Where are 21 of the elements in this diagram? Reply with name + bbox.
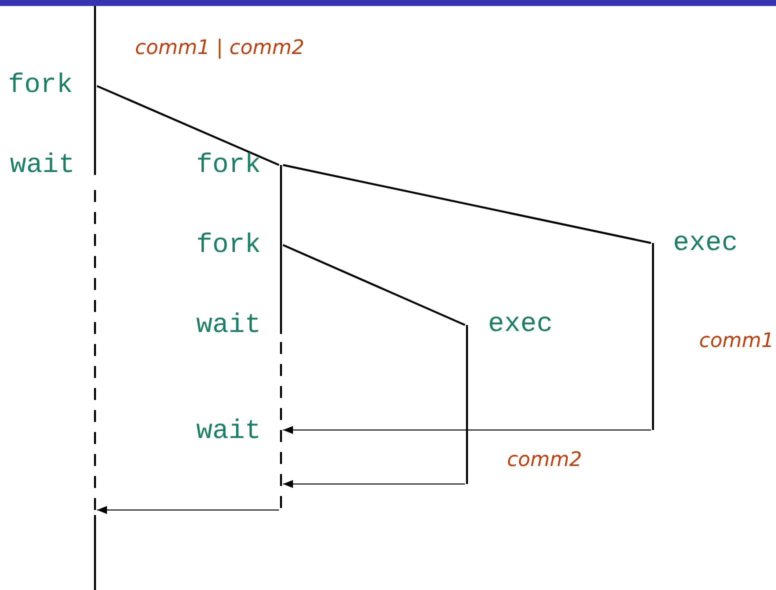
- process-call-label: exec: [673, 229, 738, 259]
- arrow: [283, 480, 465, 488]
- arrow: [97, 506, 279, 514]
- process-call-label: fork: [196, 231, 261, 261]
- command-label: comm1: [699, 328, 774, 352]
- command-label: comm1 | comm2: [135, 35, 304, 59]
- fork-line: [282, 164, 652, 244]
- process-timeline: [651, 243, 655, 430]
- process-call-label: fork: [196, 151, 261, 181]
- arrow: [283, 426, 651, 434]
- process-call-label: exec: [488, 310, 553, 340]
- process-call-label: wait: [10, 151, 75, 181]
- process-call-label: fork: [8, 71, 73, 101]
- fork-line: [96, 85, 280, 166]
- process-call-label: wait: [196, 417, 261, 447]
- fork-line: [282, 244, 466, 326]
- command-label: comm2: [507, 447, 582, 471]
- process-timeline: [93, 6, 97, 590]
- process-call-label: wait: [196, 311, 261, 341]
- process-timeline: [279, 165, 283, 510]
- process-timeline: [465, 325, 469, 484]
